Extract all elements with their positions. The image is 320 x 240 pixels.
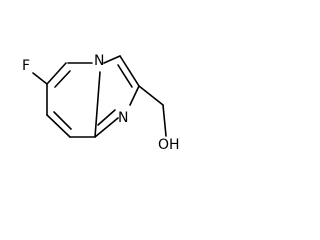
bond-c7-c8-double xyxy=(53,111,72,130)
atom-label-imidazole-nitrogen: N xyxy=(118,110,128,126)
bond-n1-c8a xyxy=(94,117,119,138)
chemical-structure-drawing: F N N OH xyxy=(22,53,180,153)
bond-c6-f xyxy=(32,72,48,85)
bond-c3-c2 xyxy=(119,55,140,87)
bond-c7-c8 xyxy=(46,114,71,138)
atom-label-fluorine: F xyxy=(22,58,30,74)
bond-c3-c2-double xyxy=(117,64,133,88)
bond-c8a-n4 xyxy=(94,71,101,138)
bond-c5-c6 xyxy=(46,62,67,85)
bond-c2-ch2 xyxy=(138,85,164,106)
atom-label-hydroxyl: OH xyxy=(158,137,180,153)
bond-n1-c8a-double xyxy=(97,109,116,126)
bond-c2-n1 xyxy=(129,85,140,106)
bond-n4-c3 xyxy=(103,55,121,64)
bond-ch2-o xyxy=(162,104,167,137)
atom-label-bridgehead-nitrogen: N xyxy=(94,53,104,69)
structure-canvas: F N N OH xyxy=(22,53,180,153)
bond-c5-c6-double xyxy=(54,70,71,88)
